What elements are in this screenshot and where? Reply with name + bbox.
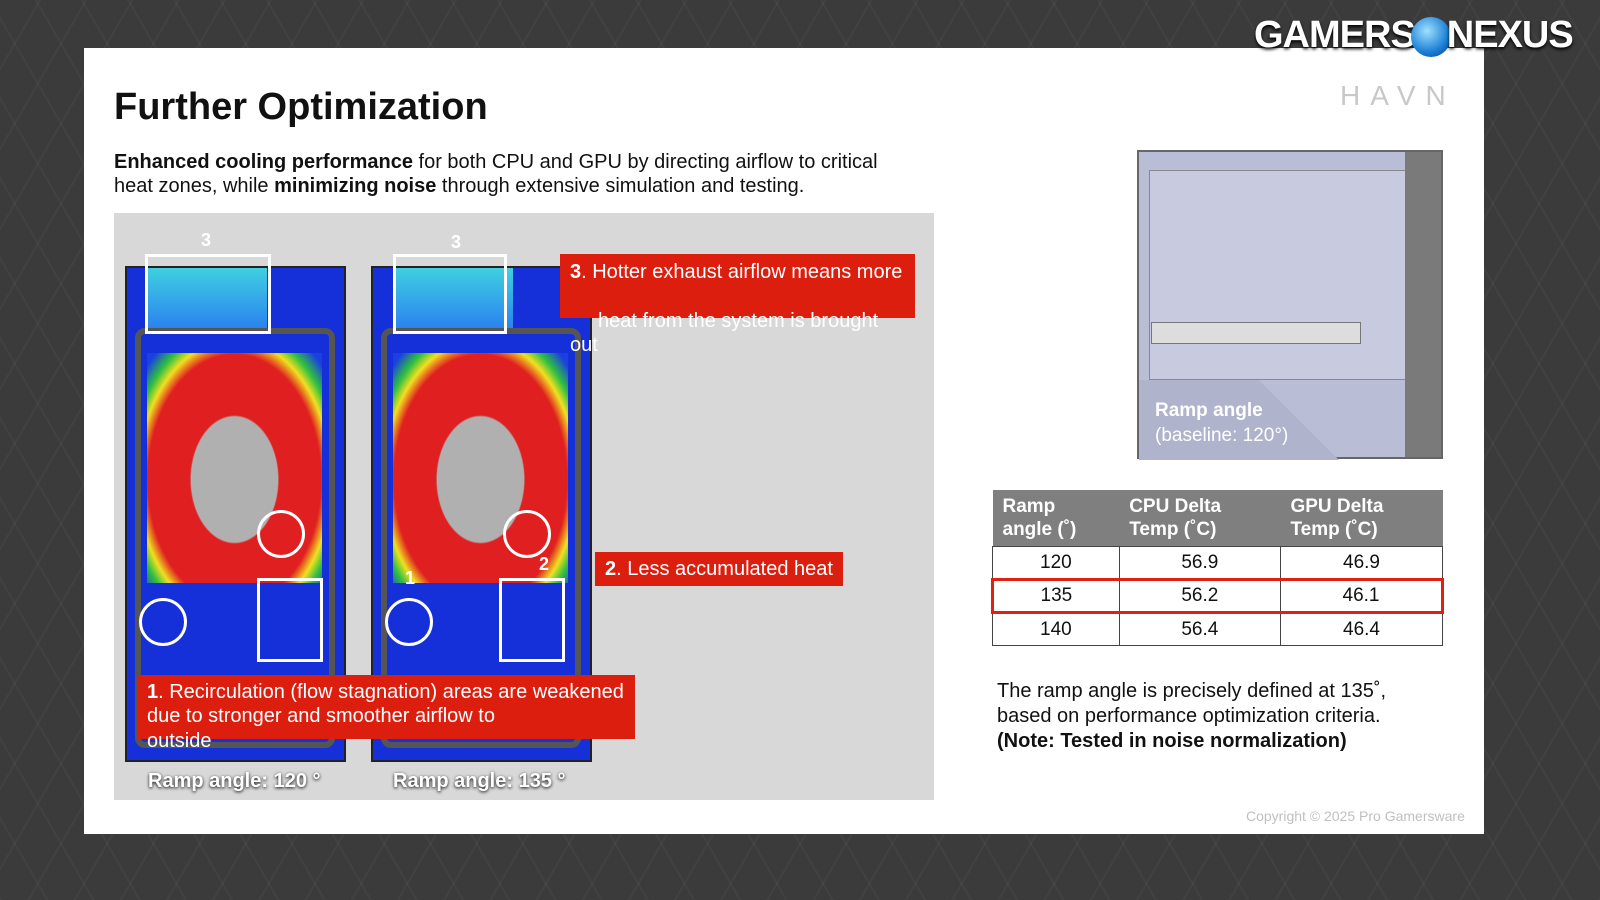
cell: 140 [992, 612, 1120, 646]
marker-box-3 [393, 254, 507, 334]
callout-3-text: . Hotter exhaust airflow means more [581, 261, 903, 283]
note-line-3: (Note: Tested in noise normalization) [997, 730, 1347, 752]
logo-right: NEXUS [1446, 14, 1574, 56]
callout-3-overflow: heat from the system is brought out [570, 310, 879, 356]
exhaust-zone [147, 268, 267, 330]
marker-box-2 [499, 578, 565, 662]
header-gpu-delta: GPU Delta Temp (˚C) [1280, 490, 1443, 547]
cell: 56.9 [1118, 546, 1281, 580]
sim-label-135: Ramp angle: 135 ° [393, 770, 566, 792]
marker-3: 3 [201, 230, 212, 250]
callout-2-num: 2 [605, 558, 617, 580]
header-cpu-delta: CPU Delta Temp (˚C) [1119, 490, 1281, 547]
cell: 46.1 [1279, 578, 1445, 614]
marker-1: 1 [405, 568, 416, 588]
callout-1-text: . Recirculation (flow stagnation) areas … [147, 681, 624, 727]
cell: 46.4 [1279, 612, 1444, 646]
cell: 135 [991, 578, 1120, 614]
case-diagram: Ramp angle (baseline: 120°) [1137, 150, 1443, 460]
gamers-nexus-logo: GAMERS NEXUS [1254, 14, 1574, 57]
exhaust-zone [393, 268, 513, 330]
marker-circle [139, 598, 187, 646]
callout-2: 2. Less accumulated heat [595, 552, 843, 586]
cell: 56.4 [1118, 612, 1281, 646]
ramp-label-title: Ramp angle [1155, 400, 1263, 421]
intro-bold-1: Enhanced cooling performance [114, 151, 413, 173]
logo-orb-icon [1410, 16, 1451, 57]
callout-1-overflow: outside [147, 730, 212, 752]
intro-text-2: through extensive simulation and testing… [436, 175, 805, 197]
page-title: Further Optimization [114, 86, 488, 128]
note-line-2: based on performance optimization criter… [997, 705, 1381, 727]
marker-circle [385, 598, 433, 646]
case-side-panel [1405, 152, 1441, 457]
header-ramp-angle: Ramp angle (˚) [992, 490, 1120, 547]
intro-bold-2: minimizing noise [274, 175, 437, 197]
marker-box-3 [145, 254, 271, 334]
copyright: Copyright © 2025 Pro Gamersware [1246, 808, 1465, 824]
note-text: The ramp angle is precisely defined at 1… [997, 679, 1386, 754]
callout-1: 1. Recirculation (flow stagnation) areas… [137, 675, 635, 739]
callout-3: 3. Hotter exhaust airflow means more [560, 254, 915, 318]
havn-logo: HAVN [1340, 80, 1456, 111]
cell: 120 [992, 546, 1120, 580]
gpu-shape [1151, 322, 1361, 344]
cell: 56.2 [1118, 578, 1281, 614]
sim-label-120: Ramp angle: 120 ° [148, 770, 321, 792]
marker-box-2 [257, 578, 323, 662]
ramp-label-baseline: (baseline: 120°) [1155, 425, 1289, 446]
callout-3-num: 3 [570, 261, 582, 283]
marker-3: 3 [451, 232, 462, 252]
marker-circle [503, 510, 551, 558]
case-interior [1149, 170, 1409, 380]
intro-text-1: for both CPU and GPU by directing airflo… [114, 151, 878, 197]
callout-1-num: 1 [147, 681, 159, 703]
results-table: Ramp angle (˚) CPU Delta Temp (˚C) GPU D… [991, 490, 1445, 646]
intro-text: Enhanced cooling performance for both CP… [114, 150, 894, 198]
callout-2-text: . Less accumulated heat [616, 558, 833, 580]
table-header: Ramp angle (˚) CPU Delta Temp (˚C) GPU D… [992, 490, 1443, 547]
marker-circle [257, 510, 305, 558]
cell: 46.9 [1279, 546, 1444, 580]
ramp-label: Ramp angle (baseline: 120°) [1155, 398, 1288, 448]
note-line-1: The ramp angle is precisely defined at 1… [997, 680, 1387, 702]
logo-left: GAMERS [1254, 14, 1416, 56]
marker-2: 2 [539, 554, 550, 574]
